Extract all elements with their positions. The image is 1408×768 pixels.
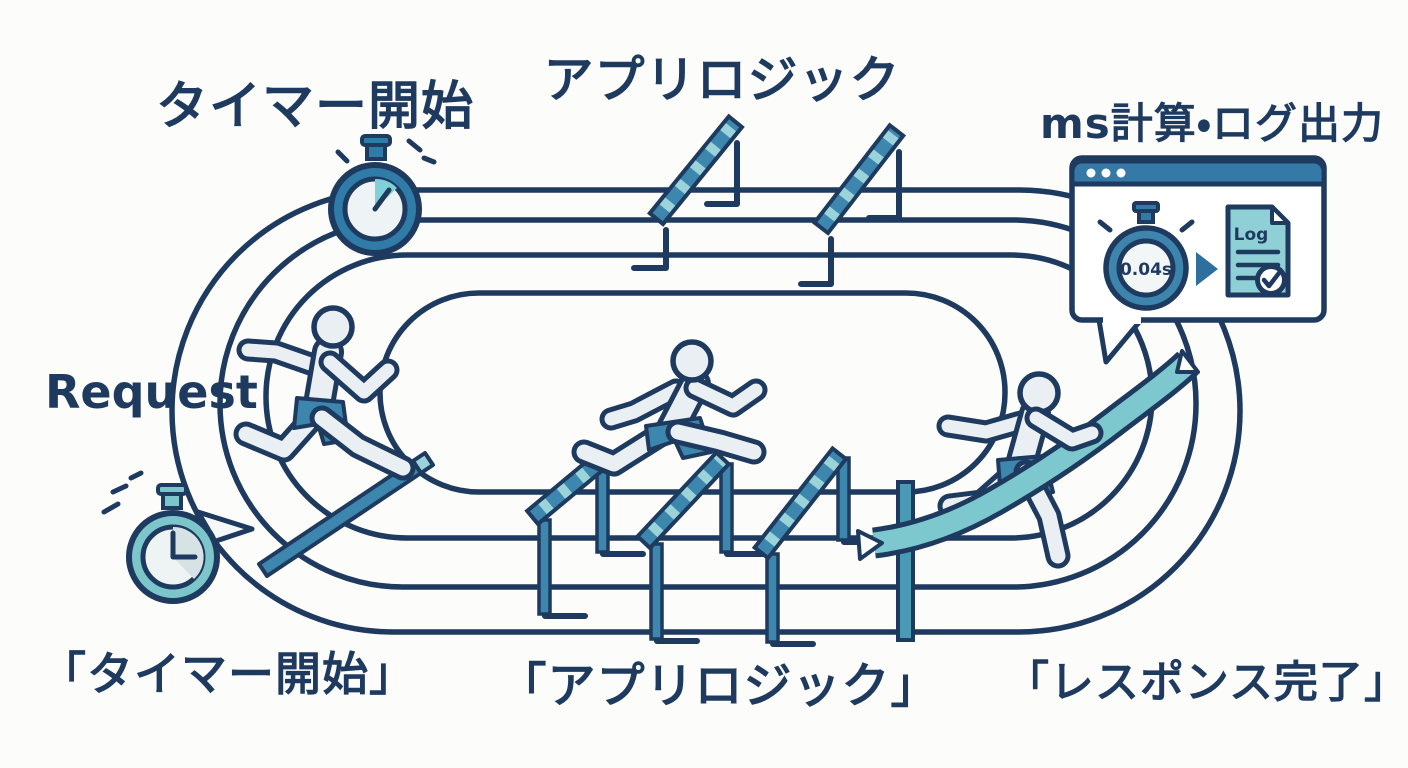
label-timer-start-top: タイマー開始	[156, 77, 474, 137]
start-line-tip	[411, 451, 435, 475]
hurdle-bar-icon	[811, 122, 907, 236]
hurdle-bar-icon	[634, 449, 732, 551]
label-request: Request	[45, 365, 258, 419]
label-ms-calc-log-output: ms計算・ログ出力	[1040, 99, 1384, 148]
folded-corner-icon	[1270, 205, 1290, 225]
hurdle-top-2	[798, 122, 907, 287]
window-dot-icon	[1116, 168, 1126, 178]
label-app-logic-top: アプリロジック	[544, 51, 901, 109]
popup-title-bar	[1069, 158, 1327, 187]
popup-stopwatch-time: 0.04s	[1120, 260, 1172, 280]
runner-head	[670, 339, 714, 383]
request-stopwatch-icon	[101, 470, 255, 604]
popup-window: 0.04s Log	[1069, 155, 1327, 365]
label-response-complete-quoted: 「レスポンス完了」	[1005, 657, 1408, 708]
runner-start	[233, 305, 416, 481]
runner-finish-front-arm	[1024, 406, 1104, 452]
track-lane-outer	[169, 187, 1243, 635]
log-document-icon: Log	[1225, 204, 1291, 298]
runner-head	[1017, 371, 1061, 415]
window-dot-icon	[1101, 168, 1111, 178]
hurdle-bar-icon	[751, 445, 849, 561]
timer-start-stopwatch-icon	[328, 134, 437, 256]
hurdle-bar-icon	[647, 113, 745, 227]
play-arrow-icon	[1196, 252, 1218, 286]
ribbon-notch-left	[856, 529, 884, 561]
popup-stopwatch-icon: 0.04s	[1097, 201, 1195, 311]
start-line	[257, 451, 435, 578]
hurdle-front-2	[634, 449, 770, 644]
window-dot-icon	[1086, 168, 1096, 178]
finish-ribbon	[856, 349, 1200, 561]
hurdle-top-1	[631, 113, 745, 271]
finish-post	[896, 480, 915, 642]
track-lane-2	[217, 217, 1199, 590]
log-label: Log	[1234, 225, 1269, 245]
label-timer-start-quoted: 「タイマー開始」	[40, 647, 416, 701]
runner-hurdling	[571, 339, 768, 477]
stopwatch-wedge	[173, 526, 204, 579]
label-app-logic-quoted: 「アプリロジック」	[498, 658, 939, 714]
ribbon-notch-right	[1175, 349, 1200, 374]
runner-head	[311, 305, 355, 349]
